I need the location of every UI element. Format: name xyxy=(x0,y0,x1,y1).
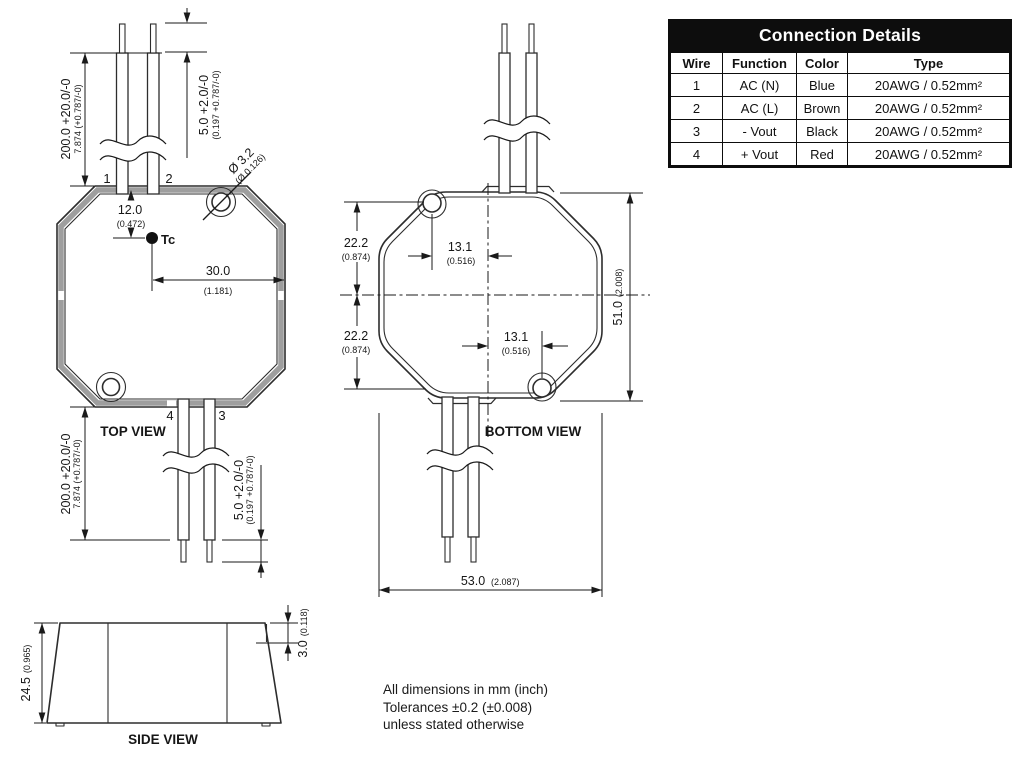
cell-wire: 2 xyxy=(670,96,723,120)
dim-tc-x-in: (1.181) xyxy=(204,286,233,296)
cell-type: 20AWG / 0.52mm² xyxy=(847,119,1010,143)
side-view: 24.5(0.965) 3.0(0.118) SIDE VIEW xyxy=(19,605,310,747)
cell-type: 20AWG / 0.52mm² xyxy=(847,142,1010,166)
dim-hole-y-upper-mm: 22.2 xyxy=(344,236,368,250)
top-view-dimensions xyxy=(70,8,284,578)
column-header-type: Type xyxy=(847,52,1010,74)
bottom-view-dimensions xyxy=(344,192,643,597)
dim-hole-x-lower-mm: 13.1 xyxy=(504,330,528,344)
dim-body-width-in: (2.087) xyxy=(491,577,520,587)
note-line-3: unless stated otherwise xyxy=(383,717,525,732)
cell-type: 20AWG / 0.52mm² xyxy=(847,96,1010,120)
cell-color: Black xyxy=(796,119,848,143)
wire-break-icon xyxy=(162,447,230,474)
top-view-label: TOP VIEW xyxy=(100,424,166,439)
bottom-view-wires xyxy=(426,23,551,563)
cell-color: Brown xyxy=(796,96,848,120)
dim-side-lip: 3.0(0.118) xyxy=(296,608,310,657)
table-row: 1 AC (N) Blue 20AWG / 0.52mm² xyxy=(670,73,1010,97)
wire-label-3: 3 xyxy=(218,408,225,423)
dim-hole-x-upper-mm: 13.1 xyxy=(448,240,472,254)
dim-tc-x-mm: 30.0 xyxy=(206,264,230,278)
cell-function: AC (L) xyxy=(722,96,797,120)
cell-color: Blue xyxy=(796,73,848,97)
bottom-view-centerlines xyxy=(340,183,650,437)
cell-type: 20AWG / 0.52mm² xyxy=(847,73,1010,97)
column-header-wire: Wire xyxy=(670,52,723,74)
wire-break-icon xyxy=(483,115,551,142)
column-header-function: Function xyxy=(722,52,797,74)
table-row: 2 AC (L) Brown 20AWG / 0.52mm² xyxy=(670,96,1010,120)
bottom-view-label: BOTTOM VIEW xyxy=(485,424,582,439)
table-header-row: Wire Function Color Type xyxy=(670,52,1010,74)
cell-wire: 1 xyxy=(670,73,723,97)
side-view-body xyxy=(46,622,282,727)
dim-hole-y-lower-mm: 22.2 xyxy=(344,329,368,343)
dim-strip-bottom-in: (0.197 +0.787/-0) xyxy=(245,455,255,524)
cell-function: - Vout xyxy=(722,119,797,143)
dim-strip-top-mm: 5.0 +2.0/-0 xyxy=(197,75,211,135)
dim-lead-bottom-mm: 200.0 +20.0/-0 xyxy=(59,433,73,514)
wire-label-1: 1 xyxy=(103,171,110,186)
cell-function: + Vout xyxy=(722,142,797,166)
dim-hole-y-upper-in: (0.874) xyxy=(342,252,371,262)
dim-tc-offset-in: (0.472) xyxy=(117,219,146,229)
cell-color: Red xyxy=(796,142,848,166)
side-view-dimensions xyxy=(34,605,298,724)
top-view-body xyxy=(56,185,286,408)
table-title: Connection Details xyxy=(670,21,1010,52)
table-row: 3 - Vout Black 20AWG / 0.52mm² xyxy=(670,119,1010,143)
wire-label-4: 4 xyxy=(166,408,173,423)
bottom-view: 22.2 (0.874) 22.2 (0.874) 13.1 (0.516) 1… xyxy=(340,23,650,597)
wire-label-2: 2 xyxy=(165,171,172,186)
column-header-color: Color xyxy=(796,52,848,74)
mounting-hole-top-left xyxy=(417,189,447,219)
wire-break-icon xyxy=(426,445,494,472)
dim-hole-y-lower-in: (0.874) xyxy=(342,345,371,355)
cell-function: AC (N) xyxy=(722,73,797,97)
top-view: 1 2 4 3 Tc 12.0 (0.472) 30.0 (1.181) 200… xyxy=(56,8,286,578)
dimension-notes: All dimensions in mm (inch) Tolerances ±… xyxy=(383,681,548,734)
dim-side-height: 24.5(0.965) xyxy=(19,645,33,702)
dim-lead-top-mm: 200.0 +20.0/-0 xyxy=(59,78,73,159)
note-line-1: All dimensions in mm (inch) xyxy=(383,682,549,697)
table-row: 4 + Vout Red 20AWG / 0.52mm² xyxy=(670,142,1010,166)
dim-hole-x-lower-in: (0.516) xyxy=(502,346,531,356)
dim-strip-bottom-mm: 5.0 +2.0/-0 xyxy=(232,460,246,520)
mounting-hole-bottom-left xyxy=(95,371,127,403)
connection-details-table: Connection Details Wire Function Color T… xyxy=(668,19,1012,168)
dim-body-width-mm: 53.0 xyxy=(461,574,485,588)
mounting-hole-top-right xyxy=(202,171,252,221)
note-line-2: Tolerances ±0.2 (±0.008) xyxy=(383,699,533,715)
dim-tc-offset-mm: 12.0 xyxy=(118,203,142,217)
dim-lead-top-in: 7.874 (+0.787/-0) xyxy=(73,84,83,153)
dim-strip-top-in: (0.197 +0.787/-0) xyxy=(211,70,221,139)
dim-hole-x-upper-in: (0.516) xyxy=(447,256,476,266)
cell-wire: 3 xyxy=(670,119,723,143)
dim-lead-bottom-in: 7.874 (+0.787/-0) xyxy=(72,439,82,508)
cell-wire: 4 xyxy=(670,142,723,166)
side-view-label: SIDE VIEW xyxy=(128,732,198,747)
tc-label: Tc xyxy=(161,232,175,247)
tc-point xyxy=(146,232,158,244)
dim-body-height: 51.0(2.008) xyxy=(611,269,625,326)
